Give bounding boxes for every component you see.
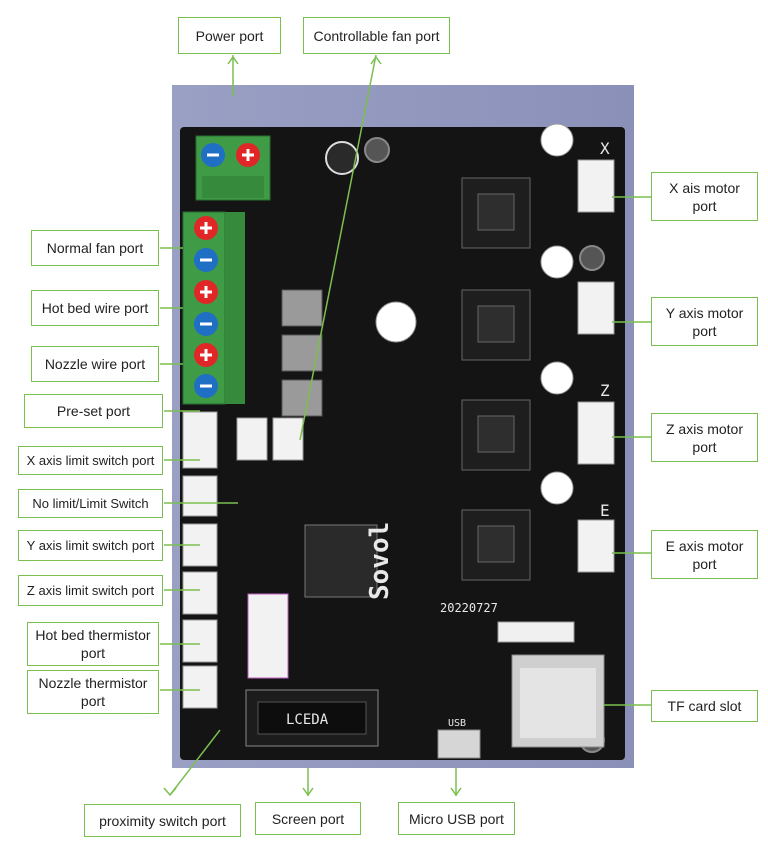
x-axis-limit-switch-port-label: X axis limit switch port <box>18 446 163 475</box>
left-connectors <box>182 411 304 709</box>
axis-x-silk: X <box>600 139 610 158</box>
e-motor-port-label: E axis motor port <box>651 530 758 579</box>
proximity-switch-port-label: proximity switch port <box>84 804 241 837</box>
power-terminal <box>195 135 271 201</box>
driver-chips <box>461 177 531 581</box>
screen-port-label: Screen port <box>255 802 361 835</box>
axis-z-silk: Z <box>600 381 610 400</box>
power-port-label: Power port <box>178 17 281 54</box>
screen-silk: LCEDA <box>286 712 329 728</box>
micro-usb-port-label: Micro USB port <box>398 802 515 835</box>
date-silk: 20220727 <box>440 601 498 615</box>
mosfets <box>281 289 323 417</box>
leader-lines <box>160 54 651 797</box>
axis-e-silk: E <box>600 501 610 520</box>
preset-port-label: Pre-set port <box>24 394 163 428</box>
tf-card-slot-label: TF card slot <box>651 690 758 722</box>
y-motor-port-label: Y axis motor port <box>651 297 758 346</box>
mcu-chip <box>304 524 378 598</box>
nozzle-thermistor-port-label: Nozzle thermistor port <box>27 670 159 714</box>
hot-bed-thermistor-port-label: Hot bed thermistor port <box>27 622 159 666</box>
z-axis-limit-switch-port-label: Z axis limit switch port <box>18 575 163 606</box>
usb-connector <box>437 729 481 759</box>
brand-silk: Sovol <box>365 522 395 600</box>
x-motor-port-label: X ais motor port <box>651 172 758 221</box>
hot-bed-wire-port-label: Hot bed wire port <box>31 290 159 326</box>
z-motor-port-label: Z axis motor port <box>651 413 758 462</box>
proximity-connector <box>247 593 289 679</box>
pcb-silkscreen: X Z E 20220727 USB LCEDA Sovol <box>286 139 610 729</box>
motor-connectors <box>577 159 615 573</box>
controllable-fan-port-label: Controllable fan port <box>303 17 450 54</box>
normal-fan-port-label: Normal fan port <box>31 230 159 266</box>
y-axis-limit-switch-port-label: Y axis limit switch port <box>18 530 163 561</box>
left-terminal-block <box>182 211 245 405</box>
no-limit-label: No limit/Limit Switch <box>18 489 163 518</box>
usb-silk: USB <box>448 718 466 729</box>
nozzle-wire-port-label: Nozzle wire port <box>31 346 159 382</box>
